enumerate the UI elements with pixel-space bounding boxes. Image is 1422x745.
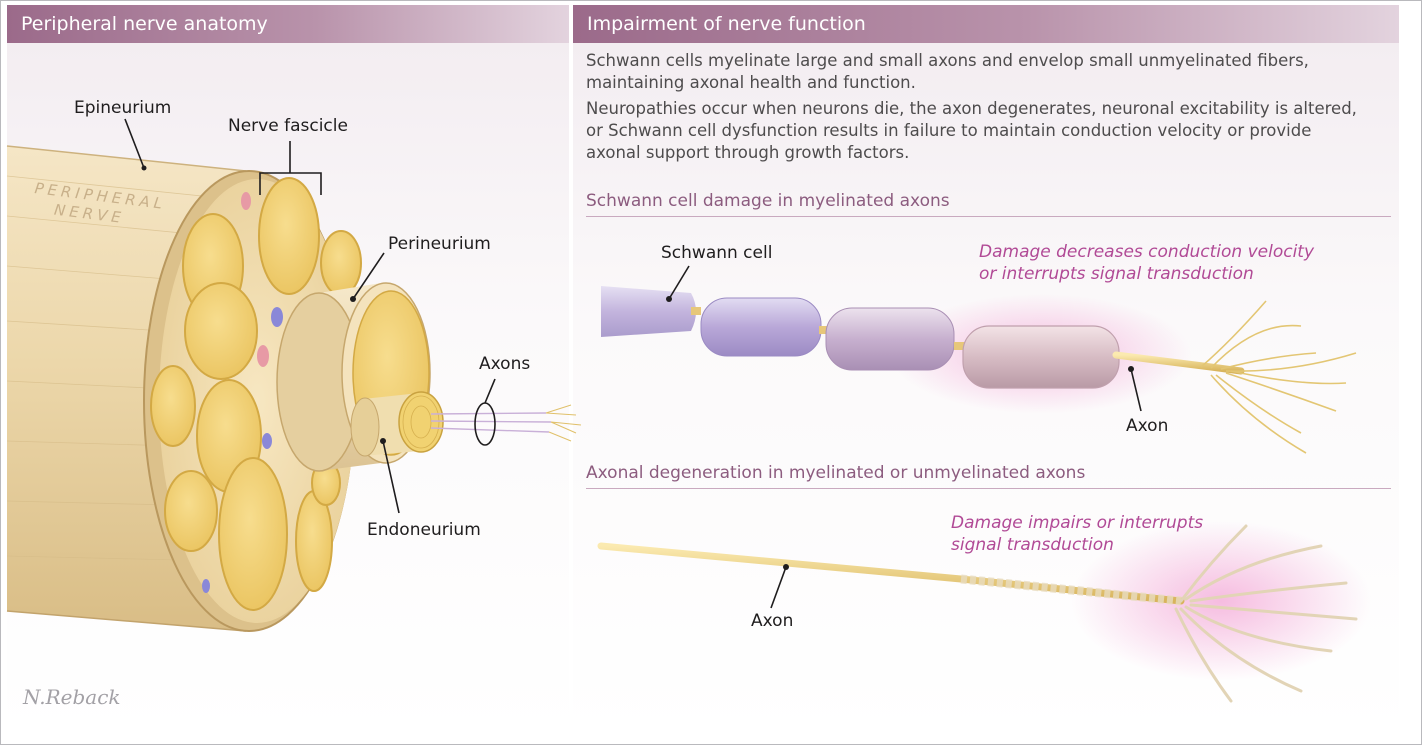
section-2-heading: Axonal degeneration in myelinated or unm…: [586, 463, 1086, 483]
section-1-rule: [586, 216, 1391, 217]
axons-callout-ring: [474, 402, 496, 446]
axons-label: Axons: [479, 354, 531, 374]
schwann-cell-chain: [601, 286, 1245, 414]
blood-vessels: [202, 192, 283, 593]
intro-2-line-3: axonal support through growth factors.: [586, 143, 910, 162]
section-2-damage-note: Damage impairs or interrupts signal tran…: [951, 512, 1203, 556]
perineurium-label: Perineurium: [388, 234, 491, 254]
section-1-note-line-1: Damage decreases conduction velocity: [979, 242, 1315, 262]
section1-leader-lines: [668, 265, 1142, 412]
intro-paragraph-1: Schwann cells myelinate large and small …: [586, 50, 1309, 94]
intro-2-line-2: or Schwann cell dysfunction results in f…: [586, 121, 1312, 140]
axon-strands: [430, 412, 552, 433]
section-2-rule: [586, 488, 1391, 489]
nerve-fascicles: [150, 177, 362, 611]
nerve-fascicle-label: Nerve fascicle: [228, 116, 348, 136]
degenerating-axon: [597, 521, 1371, 681]
schwann-cell-label: Schwann cell: [661, 243, 773, 263]
section-2-note-line-2: signal transduction: [951, 535, 1114, 555]
intro-1-line-2: maintaining axonal health and function.: [586, 73, 916, 92]
section-2-note-line-1: Damage impairs or interrupts: [951, 513, 1204, 533]
endoneurium-bundle: [350, 391, 444, 457]
artist-signature: N.Reback: [23, 685, 121, 709]
section-2-axon-label: Axon: [751, 611, 794, 631]
endoneurium-label: Endoneurium: [367, 520, 481, 540]
axon-terminals-top: [1200, 300, 1357, 454]
left-panel-title: Peripheral nerve anatomy: [7, 5, 569, 43]
section-1-heading: Schwann cell damage in myelinated axons: [586, 191, 950, 211]
axon-fibrils: [545, 404, 582, 442]
intro-1-line-1: Schwann cells myelinate large and small …: [586, 51, 1309, 70]
epineurium-label: Epineurium: [74, 98, 172, 118]
intro-paragraph-2: Neuropathies occur when neurons die, the…: [586, 98, 1357, 164]
left-leader-lines: [124, 118, 496, 514]
section-1-note-line-2: or interrupts signal transduction: [979, 264, 1254, 284]
section-1-damage-note: Damage decreases conduction velocity or …: [979, 241, 1314, 285]
degenerating-terminals: [1174, 524, 1358, 703]
section-1-axon-label: Axon: [1126, 416, 1169, 436]
right-panel-title: Impairment of nerve function: [573, 5, 1399, 43]
section2-leader-line: [770, 566, 787, 609]
intro-2-line-1: Neuropathies occur when neurons die, the…: [586, 99, 1357, 118]
